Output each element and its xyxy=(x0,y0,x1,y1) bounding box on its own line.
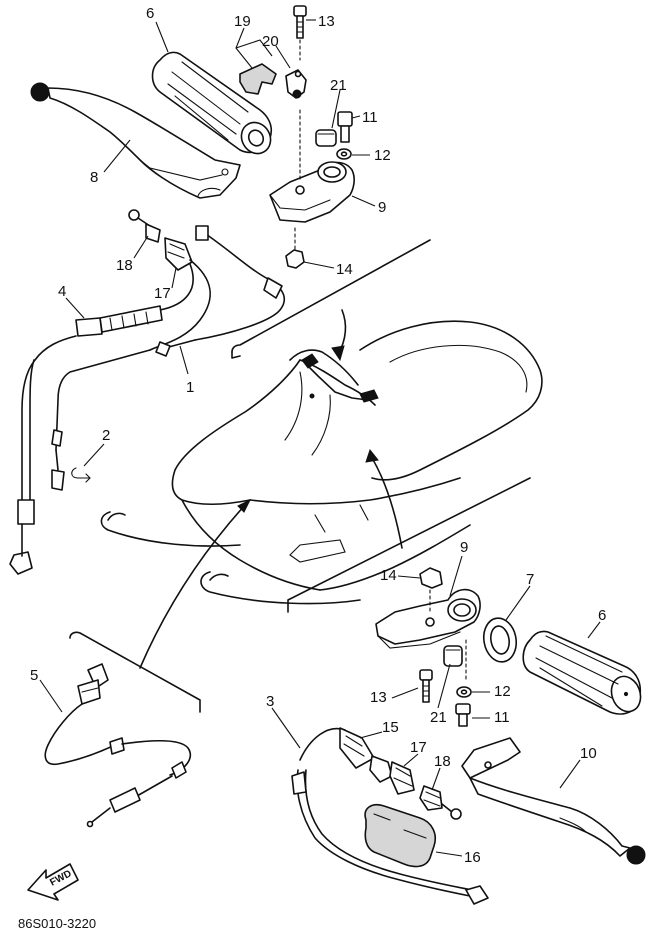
callout-13-lower: 13 xyxy=(370,689,387,706)
leader-lines xyxy=(39,19,601,857)
callout-5: 5 xyxy=(30,667,38,684)
brake-lever-lower xyxy=(461,737,646,865)
snowmobile-body xyxy=(100,320,543,605)
callout-17-lower: 17 xyxy=(410,739,427,756)
diagram-code: 86S010-3220 xyxy=(18,916,96,931)
holder-upper xyxy=(269,109,355,269)
callout-10: 10 xyxy=(580,745,597,762)
holder-lower xyxy=(375,567,642,715)
callout-20: 20 xyxy=(262,33,279,50)
panel-dividers xyxy=(69,239,531,713)
callout-3: 3 xyxy=(266,693,274,710)
bolt-13-upper xyxy=(293,5,307,61)
callout-7: 7 xyxy=(526,571,534,588)
callout-6-lower: 6 xyxy=(598,607,606,624)
callout-2: 2 xyxy=(102,427,110,444)
cable-assembly-lower xyxy=(291,727,489,905)
callout-1: 1 xyxy=(186,379,194,396)
callout-13-upper: 13 xyxy=(318,13,335,30)
cable-5 xyxy=(44,663,192,828)
callout-18-lower: 18 xyxy=(434,753,451,770)
callout-labels: 6 19 20 13 21 11 12 9 14 8 18 17 4 1 2 9… xyxy=(30,5,606,866)
callout-18-upper: 18 xyxy=(116,257,133,274)
callout-21-upper: 21 xyxy=(330,77,347,94)
hardware-lower xyxy=(419,639,472,727)
callout-8: 8 xyxy=(90,169,98,186)
callout-12-upper: 12 xyxy=(374,147,391,164)
grip-upper xyxy=(151,51,273,155)
callout-11-lower: 11 xyxy=(494,709,510,726)
brake-lever-upper xyxy=(30,82,241,199)
cable-assembly-upper xyxy=(9,209,286,575)
fwd-arrow-icon: FWD xyxy=(27,863,79,901)
callout-14-lower: 14 xyxy=(380,567,397,584)
callout-4: 4 xyxy=(58,283,66,300)
switch-parts-19-20 xyxy=(239,63,307,99)
callout-9-upper: 9 xyxy=(378,199,386,216)
callout-11-upper: 11 xyxy=(362,109,378,126)
callout-17-upper: 17 xyxy=(154,285,171,302)
callout-19: 19 xyxy=(234,13,251,30)
callout-9-lower: 9 xyxy=(460,539,468,556)
callout-12-lower: 12 xyxy=(494,683,511,700)
callout-16: 16 xyxy=(464,849,481,866)
callout-6-upper: 6 xyxy=(146,5,154,22)
callout-14-upper: 14 xyxy=(336,261,353,278)
callout-15: 15 xyxy=(382,719,399,736)
callout-21-lower: 21 xyxy=(430,709,447,726)
